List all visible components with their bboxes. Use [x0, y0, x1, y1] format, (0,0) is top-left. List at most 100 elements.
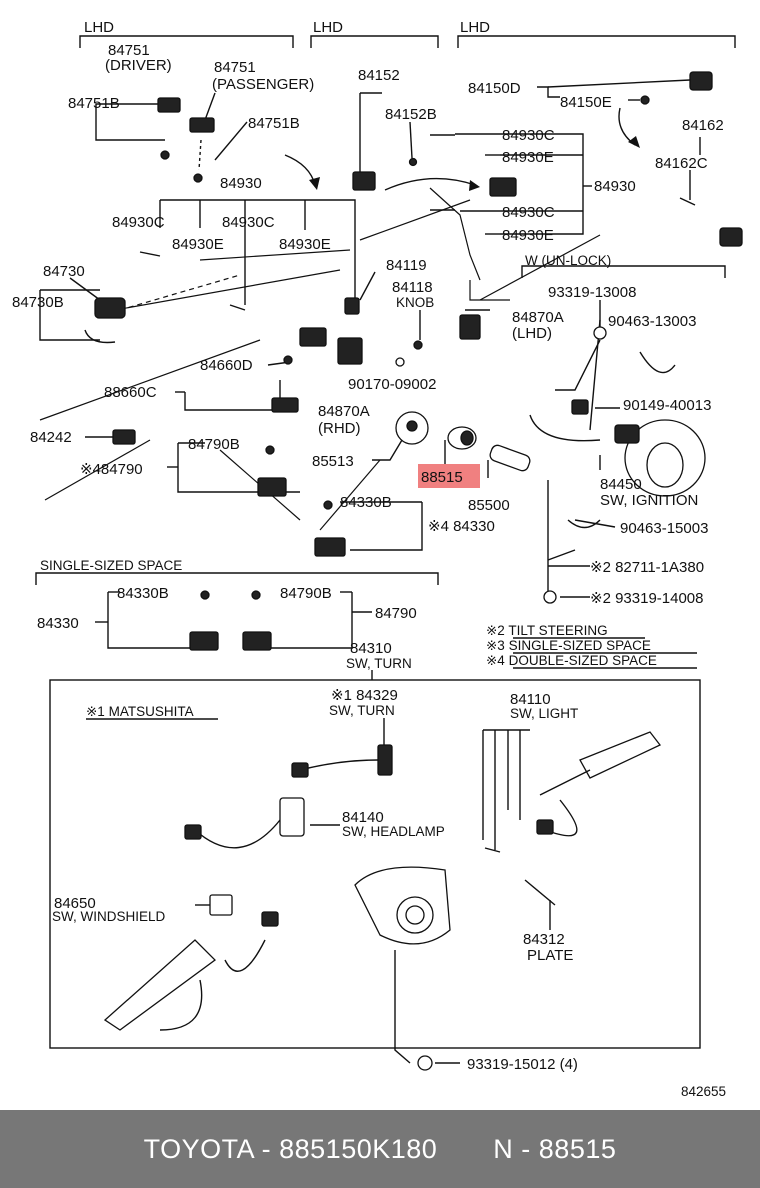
label-84930c-a: 84930C — [502, 127, 555, 144]
label-84110: 84110 — [510, 691, 551, 708]
note-single-sized: ※3 SINGLE-SIZED SPACE — [486, 638, 651, 653]
label-90170-09002: 90170-09002 — [348, 376, 436, 393]
label-84870a-rhd: 84870A — [318, 403, 370, 420]
label-w-unlock: W (UN-LOCK) — [525, 253, 611, 268]
switch-84162 — [719, 227, 743, 247]
screw-93319-14008 — [543, 590, 557, 604]
label-84930e-c: 84930E — [172, 236, 224, 253]
screw-93319-15012 — [417, 1055, 433, 1071]
bolt-84150e — [640, 95, 650, 105]
label-84119: 84119 — [386, 257, 427, 274]
label-93319-13008: 93319-13008 — [548, 284, 636, 301]
label-84930-left: 84930 — [220, 175, 262, 192]
label-84870a-lhd: 84870A — [512, 309, 564, 326]
part-84790 — [257, 477, 287, 497]
label-84329: ※1 84329 — [331, 687, 398, 704]
label-90463-13003: 90463-13003 — [608, 313, 696, 330]
label-84790b-b: 84790B — [280, 585, 332, 602]
part-84118 — [413, 340, 423, 350]
label-84330b-b: 84330B — [117, 585, 169, 602]
label-sw-light: SW, LIGHT — [510, 706, 578, 721]
switch-84751-passenger — [189, 117, 215, 133]
parts-diagram: LHD LHD LHD — [12, 19, 743, 1099]
label-84242: 84242 — [30, 429, 72, 446]
part-85500 — [489, 444, 531, 472]
label-90149-40013: 90149-40013 — [623, 397, 711, 414]
label-82711-1a380: ※2 82711-1A380 — [590, 559, 704, 576]
label-84310: 84310 — [350, 640, 392, 657]
label-84930c-b: 84930C — [502, 204, 555, 221]
label-84152: 84152 — [358, 67, 400, 84]
label-90463-15003: 90463-15003 — [620, 520, 708, 537]
part-84330-single — [189, 631, 219, 651]
box-84310 — [49, 679, 701, 1049]
bolt-84152b — [408, 157, 418, 167]
label-85513: 85513 — [312, 453, 354, 470]
note-double-sized: ※4 DOUBLE-SIZED SPACE — [486, 653, 657, 668]
sw-windshield-84650 — [103, 939, 216, 1031]
bolt-84751b-a — [160, 150, 170, 160]
combination-switch-box — [49, 679, 701, 1071]
label-84118: 84118 — [392, 279, 433, 296]
part-84242 — [112, 429, 136, 445]
clamp-90463-13003 — [639, 351, 676, 374]
label-plate: PLATE — [527, 947, 573, 964]
label-84330b-a: 84330B — [340, 494, 392, 511]
label-sw-turn-a: SW, TURN — [346, 656, 412, 671]
label-single-sized-space: SINGLE-SIZED SPACE — [40, 558, 182, 573]
label-84730: 84730 — [43, 263, 85, 280]
label-85500: 85500 — [468, 497, 510, 514]
label-84790-a: ※484790 — [80, 461, 143, 478]
part-84870a-lhd — [459, 314, 481, 340]
label-93319-14008: ※2 93319-14008 — [590, 590, 704, 607]
label-84152b: 84152B — [385, 106, 437, 123]
bolt-84162c — [679, 197, 696, 206]
sw-ignition-84450 — [614, 424, 640, 444]
label-84930-right: 84930 — [594, 178, 636, 195]
label-84930e-b: 84930E — [502, 227, 554, 244]
label-84150d: 84150D — [468, 80, 521, 97]
label-84312: 84312 — [523, 931, 565, 948]
sw-light-84110 — [579, 731, 662, 779]
switch-84150d — [689, 71, 713, 91]
label-sw-turn-b: SW, TURN — [329, 703, 395, 718]
sw-turn-84329 — [377, 744, 393, 776]
leader-lines — [35, 79, 726, 1064]
label-sw-windshield: SW, WINDSHIELD — [52, 909, 166, 924]
label-84790-b: 84790 — [375, 605, 417, 622]
bolt-84751b-b — [193, 173, 203, 183]
part-84119 — [344, 297, 360, 315]
label-84140: 84140 — [342, 809, 384, 826]
assembly-lines — [39, 187, 601, 531]
label-lhd-paren: (LHD) — [512, 325, 552, 342]
note-tilt-steering: ※2 TILT STEERING — [486, 623, 608, 638]
part-84330 — [314, 537, 346, 557]
label-84330-a: ※4 84330 — [428, 518, 495, 535]
clamp-90463-15003 — [567, 519, 601, 529]
label-84751b-a: 84751B — [68, 95, 120, 112]
footer-bar: TOYOTA - 885150K180 N - 88515 — [0, 1110, 760, 1188]
label-93319-15012: 93319-15012 (4) — [467, 1056, 578, 1073]
label-84162c: 84162C — [655, 155, 708, 172]
switch-84751-driver — [157, 97, 181, 113]
switch-84930-left — [299, 327, 327, 347]
plate-84312 — [524, 879, 556, 906]
label-84751b-b: 84751B — [248, 115, 300, 132]
switch-84730 — [94, 297, 126, 319]
label-88660c: 88660C — [104, 384, 157, 401]
label-84930c-d: 84930C — [222, 214, 275, 231]
label-84751-passenger: 84751 — [214, 59, 256, 76]
highlight-88515 — [418, 464, 480, 488]
label-sw-headlamp: SW, HEADLAMP — [342, 824, 445, 839]
label-matsushita: ※1 MATSUSHITA — [86, 704, 194, 719]
header-brackets: LHD LHD LHD — [79, 19, 736, 48]
part-84870a-rhd — [337, 337, 363, 365]
connector-84660d — [271, 397, 299, 413]
label-88515-highlight: 88515 — [421, 469, 463, 486]
label-84751-driver: 84751 — [108, 42, 150, 59]
header-lhd-3: LHD — [460, 19, 490, 36]
label-knob: KNOB — [396, 295, 434, 310]
label-84790b-a: 84790B — [188, 436, 240, 453]
part-drawings — [84, 71, 743, 651]
label-diagram-number: 842655 — [681, 1084, 726, 1099]
